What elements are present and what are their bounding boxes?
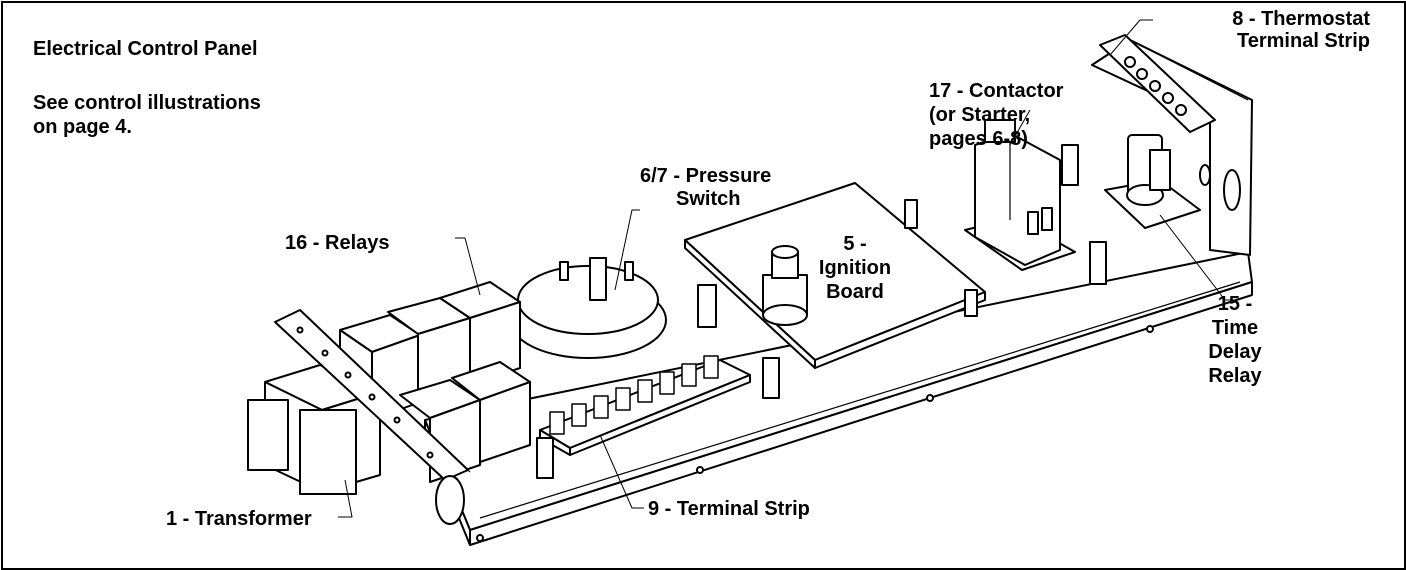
label-contactor-line3: pages 6-8) — [929, 128, 1028, 150]
label-ignition-line3: Board — [826, 281, 884, 303]
pressure-switch — [509, 257, 667, 359]
label-timedelay-line4: Relay — [1208, 365, 1262, 387]
label-contactor-line1: 17 - Contactor — [929, 80, 1064, 102]
label-terminal-strip: 9 - Terminal Strip — [648, 498, 810, 520]
transformer — [247, 364, 381, 495]
contactor — [964, 119, 1079, 271]
see-note-line2: on page 4. — [33, 116, 132, 138]
label-thermostat-line2: Terminal Strip — [1237, 30, 1370, 52]
label-timedelay-line1: 15 - — [1217, 293, 1253, 315]
label-transformer: 1 - Transformer — [166, 508, 312, 530]
leader-lines — [338, 19, 1238, 518]
thermostat-terminal-strip — [1099, 34, 1216, 133]
time-delay-relay — [1104, 134, 1201, 229]
label-pressure-line1: 6/7 - Pressure — [640, 165, 772, 187]
label-ignition-line2: Ignition — [818, 257, 892, 279]
label-relays: 16 - Relays — [285, 232, 390, 254]
relays — [339, 281, 531, 483]
label-timedelay-line3: Delay — [1208, 341, 1262, 363]
label-thermostat-line1: 8 - Thermostat — [1232, 8, 1370, 30]
label-timedelay-line2: Time — [1211, 317, 1259, 339]
label-pressure-line2: Switch — [676, 188, 741, 210]
label-contactor-line2: (or Starter, — [929, 104, 1031, 126]
panel-title: Electrical Control Panel — [33, 38, 258, 60]
label-ignition-line1: 5 - — [843, 233, 867, 255]
terminal-strip — [536, 241, 1107, 479]
back-wall — [1091, 39, 1253, 256]
see-note-line1: See control illustrations — [33, 92, 261, 114]
mounting-bracket — [274, 309, 471, 525]
ignition-board — [684, 182, 986, 369]
